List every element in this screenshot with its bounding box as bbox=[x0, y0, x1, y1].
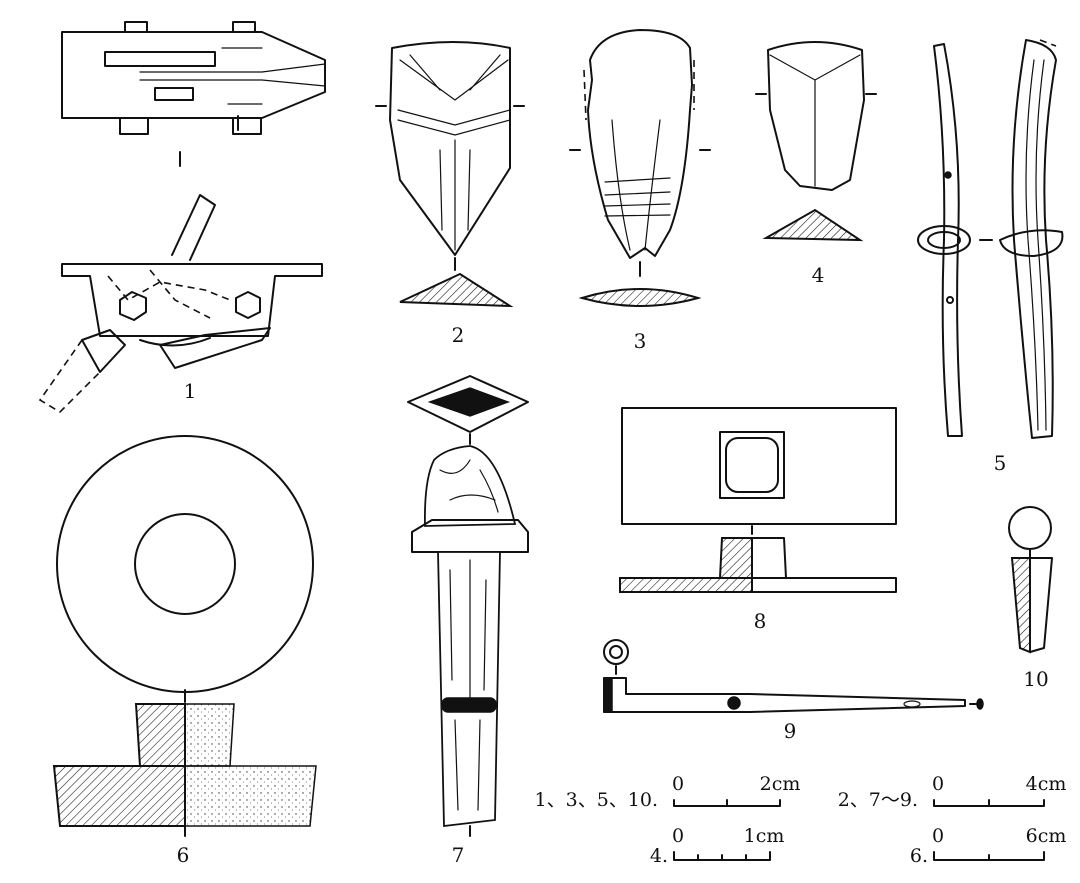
figure-9-label: 9 bbox=[784, 719, 797, 743]
figure-5-label: 5 bbox=[994, 451, 1007, 475]
scale-bar-6cm-zero: 0 bbox=[932, 825, 944, 847]
scale-bar-4cm: 2、7～9. 0 4cm bbox=[838, 773, 1067, 811]
figure-2-label: 2 bbox=[452, 323, 465, 347]
scale-bar-2cm-zero: 0 bbox=[672, 773, 684, 795]
figure-5: 5 bbox=[917, 39, 1064, 475]
scale-bar-4cm-caption: 2、7～9. bbox=[838, 789, 918, 811]
figure-6: 6 bbox=[52, 435, 317, 867]
scale-bar-6cm-end: 6cm bbox=[1026, 825, 1067, 847]
scale-bar-2cm-caption: 1、3、5、10. bbox=[535, 789, 658, 811]
scale-bar-4cm-zero: 0 bbox=[932, 773, 944, 795]
figure-3: 3 bbox=[569, 29, 711, 353]
figure-1: 1 bbox=[38, 21, 326, 414]
figure-10: 10 bbox=[1008, 506, 1053, 691]
scale-bar-1cm-caption: 4. bbox=[650, 845, 668, 867]
figure-8-label: 8 bbox=[754, 609, 767, 633]
scale-bar-1cm-zero: 0 bbox=[672, 825, 684, 847]
figure-3-label: 3 bbox=[634, 329, 647, 353]
figure-4-label: 4 bbox=[812, 263, 825, 287]
figure-1-label: 1 bbox=[184, 379, 197, 403]
figure-6-label: 6 bbox=[177, 843, 190, 867]
scale-bar-4cm-end: 4cm bbox=[1026, 773, 1067, 795]
scale-bar-1cm: 4. 0 1cm bbox=[650, 825, 785, 867]
scale-bar-6cm: 6. 0 6cm bbox=[910, 825, 1067, 867]
figure-10-label: 10 bbox=[1023, 667, 1048, 691]
figure-1-top-view bbox=[61, 21, 326, 167]
figure-9: 9 bbox=[603, 639, 984, 743]
figure-4: 4 bbox=[755, 41, 877, 287]
figure-7: 7 bbox=[407, 375, 529, 867]
figure-2: 2 bbox=[375, 41, 525, 347]
figure-7-label: 7 bbox=[452, 843, 465, 867]
scale-bar-1cm-end: 1cm bbox=[744, 825, 785, 847]
figure-8: 8 bbox=[619, 407, 897, 633]
figure-1-side-view bbox=[38, 194, 323, 414]
scale-bar-2cm: 1、3、5、10. 0 2cm bbox=[535, 773, 801, 811]
scale-bar-2cm-end: 2cm bbox=[760, 773, 801, 795]
scale-bar-6cm-caption: 6. bbox=[910, 845, 928, 867]
